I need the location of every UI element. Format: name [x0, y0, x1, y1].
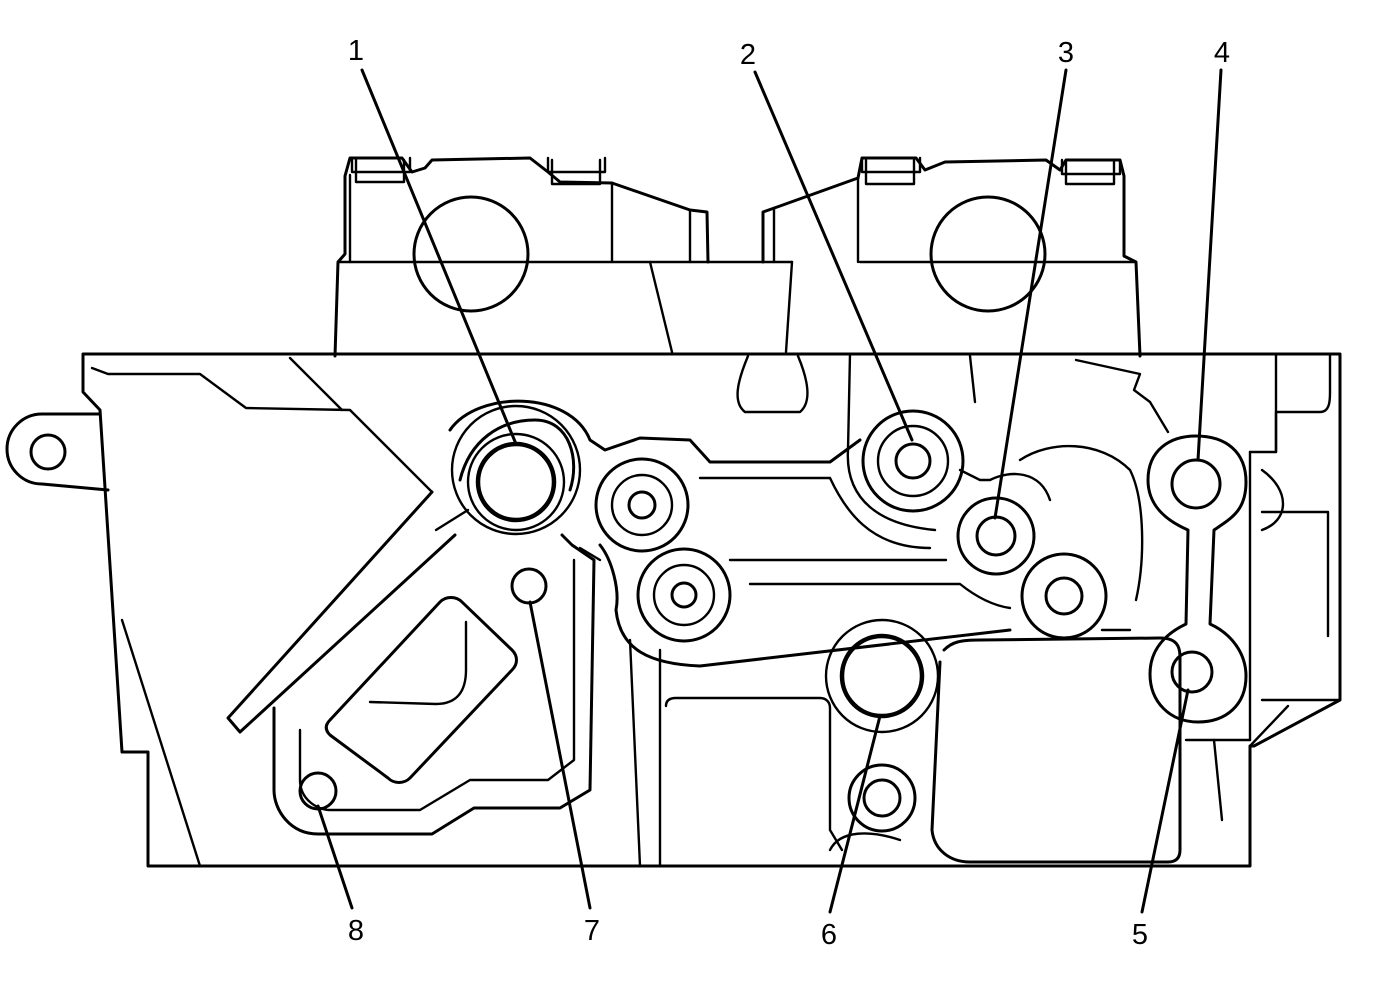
leader-7 [528, 600, 592, 910]
callout-1: 1 [348, 35, 364, 67]
callout-8: 8 [348, 915, 364, 947]
callout-5: 5 [1132, 919, 1148, 951]
callout-3: 3 [1058, 37, 1074, 69]
callout-leaders [316, 68, 1223, 914]
leader-4 [1196, 68, 1223, 462]
head-body [5, 352, 1342, 868]
callout-4: 4 [1214, 37, 1230, 69]
callout-labels: 1 2 3 4 5 6 7 8 [348, 35, 1230, 951]
callout-7: 7 [584, 915, 600, 947]
leader-8 [316, 804, 354, 910]
callout-2: 2 [740, 39, 756, 71]
callout-6: 6 [821, 919, 837, 951]
leader-6 [828, 714, 882, 914]
left-gasket-passages [226, 399, 862, 836]
center-passages [578, 352, 1182, 868]
camshaft-towers [333, 156, 1142, 358]
leader-2 [753, 70, 914, 442]
leader-3 [993, 68, 1068, 520]
leader-5 [1140, 688, 1190, 914]
right-passages [1146, 352, 1342, 822]
leader-1 [360, 68, 518, 446]
